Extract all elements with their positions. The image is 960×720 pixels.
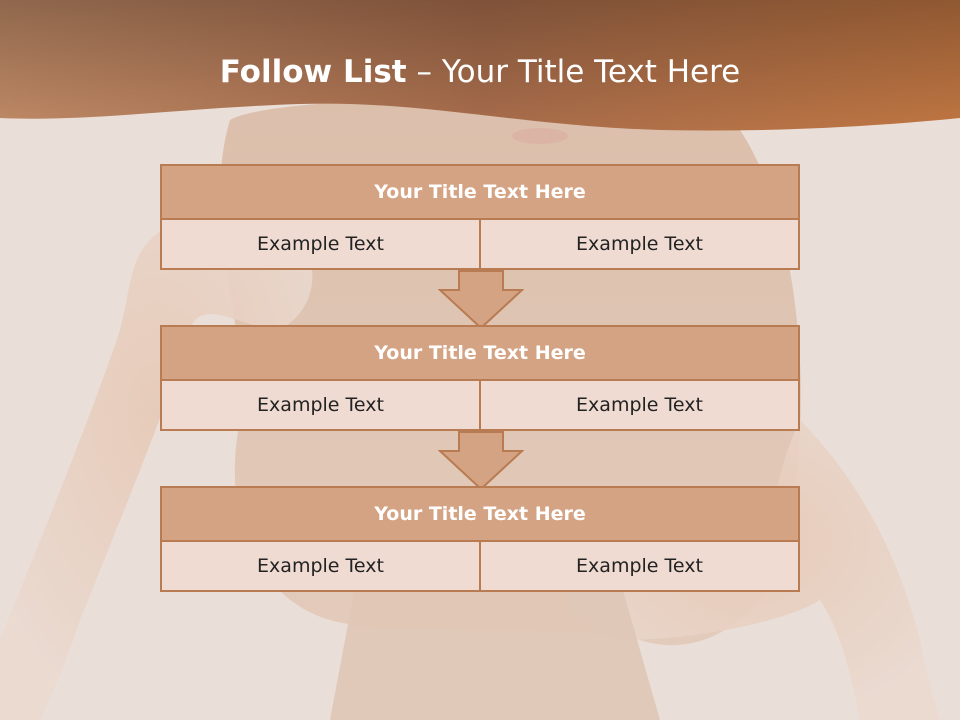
block-left-cell: Example Text [160, 220, 481, 270]
down-arrow-icon [438, 270, 524, 330]
block-left-cell: Example Text [160, 542, 481, 592]
block-left-cell: Example Text [160, 381, 481, 431]
title-rest: – Your Title Text Here [406, 54, 741, 90]
block-row: Example Text Example Text [160, 220, 800, 270]
block-heading: Your Title Text Here [160, 164, 800, 220]
block-heading: Your Title Text Here [160, 325, 800, 381]
block-row: Example Text Example Text [160, 542, 800, 592]
list-block: Your Title Text Here Example Text Exampl… [160, 325, 800, 431]
down-arrow-icon [438, 431, 524, 491]
list-block: Your Title Text Here Example Text Exampl… [160, 486, 800, 592]
header-band [0, 0, 960, 131]
block-right-cell: Example Text [481, 381, 800, 431]
list-block: Your Title Text Here Example Text Exampl… [160, 164, 800, 270]
title-bold: Follow List [219, 54, 407, 90]
block-row: Example Text Example Text [160, 381, 800, 431]
block-right-cell: Example Text [481, 542, 800, 592]
block-right-cell: Example Text [481, 220, 800, 270]
slide-title: Follow List – Your Title Text Here [0, 54, 960, 90]
block-heading: Your Title Text Here [160, 486, 800, 542]
